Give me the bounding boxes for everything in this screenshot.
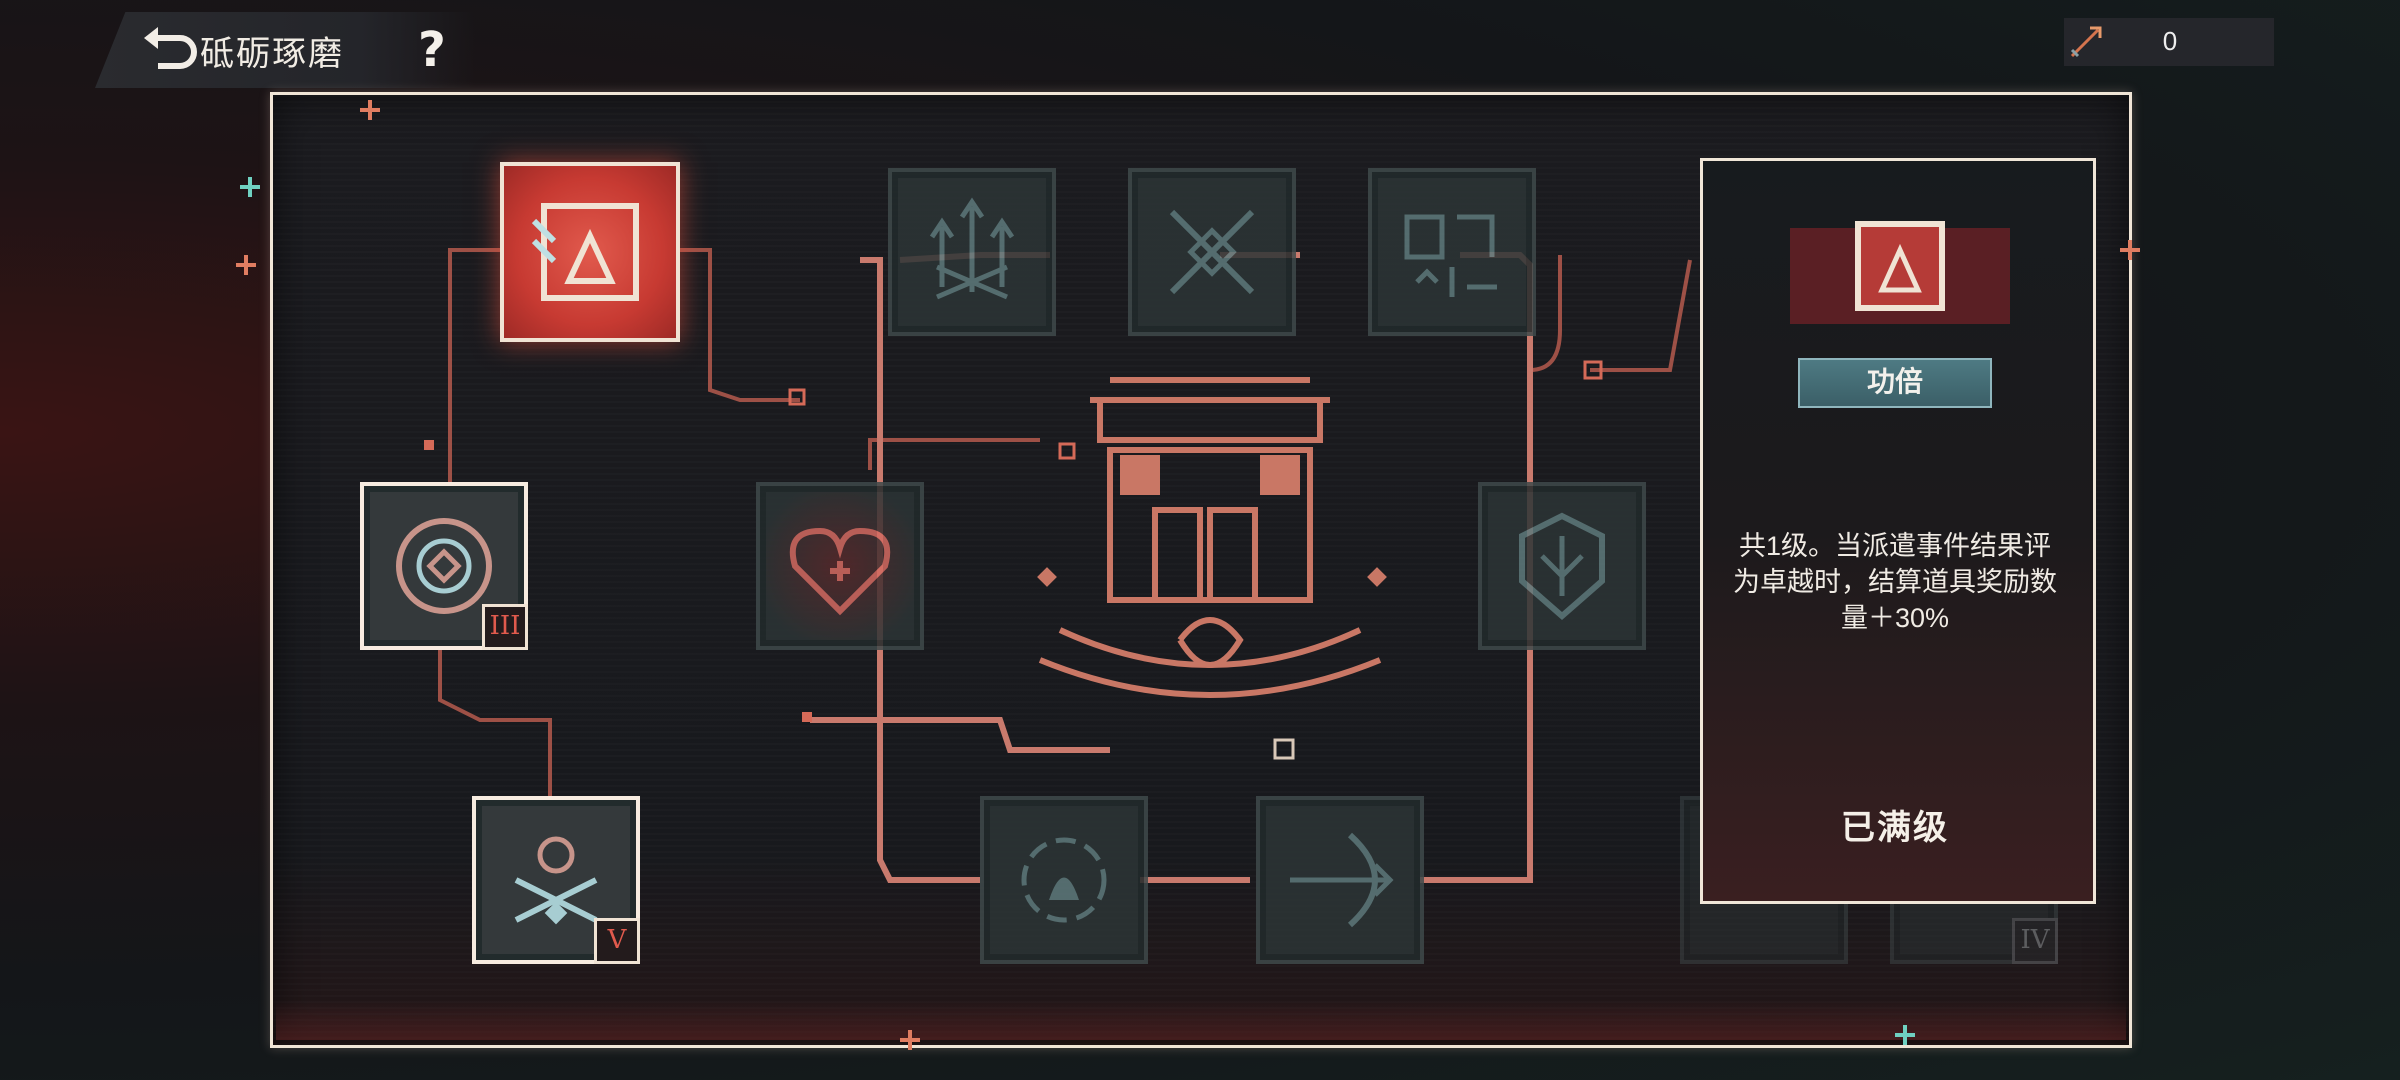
help-button[interactable]: ? bbox=[418, 22, 446, 78]
crossbones-icon bbox=[514, 836, 598, 925]
tier-badge: IV bbox=[2012, 918, 2058, 964]
currency-box bbox=[2064, 18, 2274, 66]
skill-node-swords[interactable] bbox=[1128, 168, 1296, 336]
heart-icon bbox=[789, 527, 891, 616]
header-bar bbox=[95, 12, 475, 88]
back-arrow-icon bbox=[144, 27, 197, 69]
skill-node-flame[interactable] bbox=[980, 796, 1148, 964]
swords-icon bbox=[1169, 209, 1255, 295]
arrow-icon bbox=[2068, 24, 2104, 60]
skill-node-arrows[interactable] bbox=[888, 168, 1056, 336]
skill-node-heart[interactable] bbox=[756, 482, 924, 650]
skill-node-bow[interactable] bbox=[1256, 796, 1424, 964]
skill-node-shield[interactable] bbox=[1478, 482, 1646, 650]
shield-icon bbox=[1519, 512, 1605, 620]
currency-value: 0 bbox=[2162, 26, 2178, 56]
skill-node-selected[interactable] bbox=[500, 162, 680, 342]
skill-name-plate bbox=[1798, 358, 1992, 408]
bow-icon bbox=[1290, 832, 1394, 928]
tent-icon bbox=[1852, 218, 1948, 314]
rune-icon bbox=[1404, 214, 1497, 297]
target-icon bbox=[396, 518, 492, 614]
skill-description: 共1级。当派遣事件结果评为卓越时，结算道具奖励数量＋30% bbox=[1733, 531, 2057, 633]
skill-status: 已满级 bbox=[1841, 808, 1949, 848]
panel-glow bbox=[276, 1000, 2126, 1040]
skill-node-crossbones[interactable]: V bbox=[472, 796, 640, 964]
skill-node-target[interactable]: III bbox=[360, 482, 528, 650]
arrows-icon bbox=[929, 197, 1015, 300]
skill-node-rune[interactable] bbox=[1368, 168, 1536, 336]
tier-badge: III bbox=[482, 604, 528, 650]
flame-icon bbox=[1021, 837, 1107, 923]
skill-name: 功倍 bbox=[1866, 365, 1923, 398]
temple-emblem bbox=[1037, 377, 1387, 698]
back-button[interactable] bbox=[140, 24, 200, 76]
tier-badge: V bbox=[594, 918, 640, 964]
page-title: 砥砺琢磨 bbox=[200, 34, 344, 74]
tent-icon bbox=[531, 203, 639, 301]
